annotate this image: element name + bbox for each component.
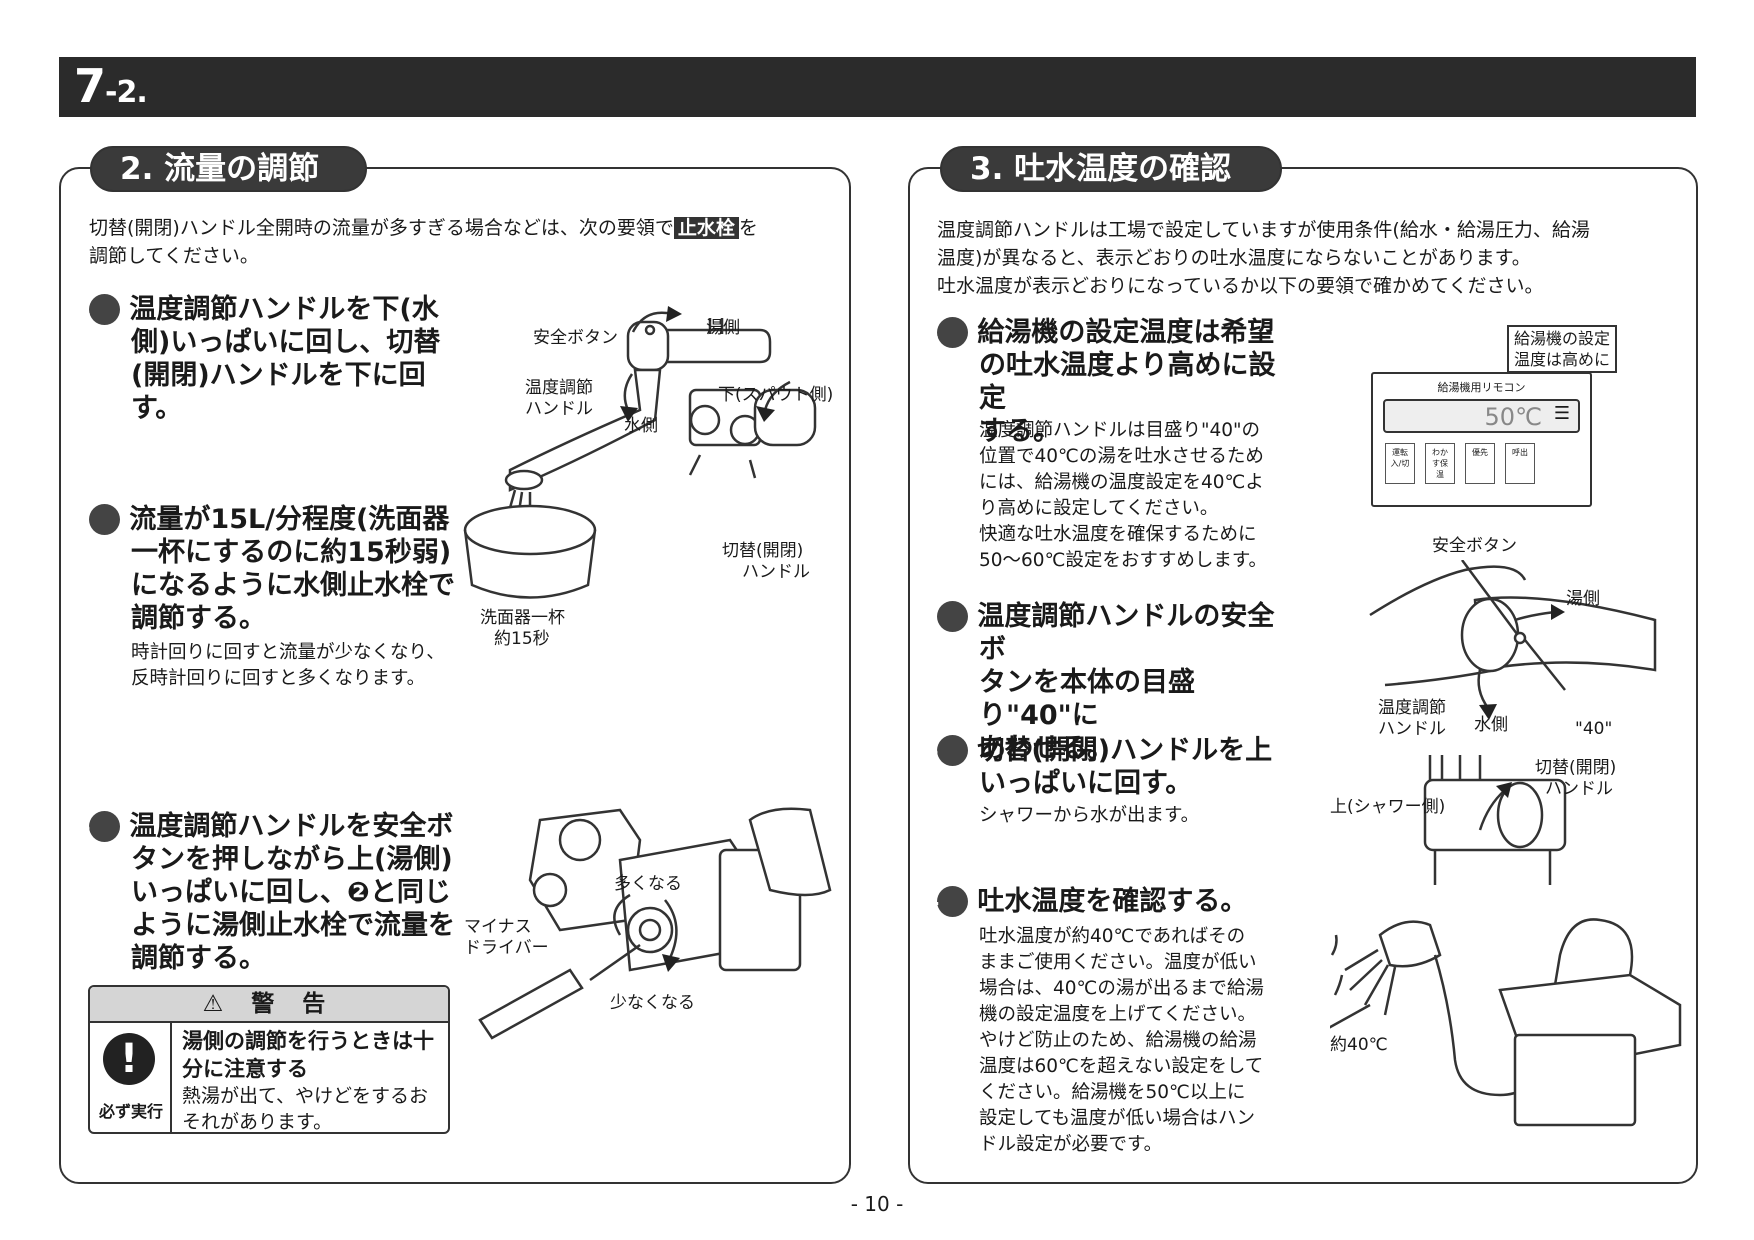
remote-temperature: 50℃ — [1484, 403, 1543, 431]
flow-step-2: 2 流量が15L/分程度(洗面器 一杯にするのに約15秒弱) になるように水側止… — [75, 504, 455, 634]
remote-heat-button: わかす保温 — [1425, 443, 1455, 484]
must-do-label: 必ず実行 — [98, 1102, 163, 1121]
temp-step-1-note: 温度調節ハンドルは目盛り"40"の位置で40℃の湯を吐水させるためには、給湯機の… — [979, 420, 1268, 571]
faucet-basin-illustration — [463, 306, 817, 599]
remote-control: 給湯機用リモコン 50℃ ☰ 運転入/切 わかす保温 優先 呼出 — [1371, 372, 1592, 507]
label-less: 少なくなる — [610, 993, 695, 1013]
label-hot-side-right: 湯側 — [1566, 589, 1600, 609]
remote-display: 50℃ ☰ — [1383, 399, 1580, 433]
step-number: 3 — [924, 735, 968, 766]
step-number: 4 — [924, 886, 968, 917]
step-number: 2 — [924, 601, 968, 632]
step-number: 2 — [76, 504, 120, 535]
remote-priority-button: 優先 — [1465, 443, 1495, 484]
temp-step-4: 4 吐水温度を確認する。 — [923, 886, 1248, 917]
warning-title: ⚠ 警 告 — [90, 987, 448, 1023]
flow-intro: 切替(開閉)ハンドル全開時の流量が多すぎる場合などは、次の要領で止水栓を 調節し… — [89, 217, 758, 267]
highlight-stop-valve: 止水栓 — [673, 217, 739, 239]
temp-step-2: 2 温度調節ハンドルの安全ボ タンを本体の目盛り"40"に あわせる。 — [923, 601, 1275, 764]
page-number: - 10 - — [850, 1192, 904, 1216]
temp-step-3: 3 切替(開閉)ハンドルを上 いっぱいに回す。 — [923, 735, 1273, 799]
flow-adjust-heading: 2. 流量の調節 — [90, 146, 367, 192]
label-safety-button-right: 安全ボタン — [1432, 536, 1517, 556]
temp-step-3-note: シャワーから水が出ます。 — [979, 805, 1200, 826]
temp-handle-illustration — [1369, 560, 1657, 720]
switch-handle-illustration — [1423, 755, 1567, 885]
exclamation-icon: ! — [103, 1033, 155, 1085]
shower-illustration — [1330, 918, 1682, 1127]
label-up-shower: 上(シャワー側) — [1330, 797, 1446, 817]
temperature-check-heading: 3. 吐水温度の確認 — [940, 146, 1282, 192]
warning-text: 湯側の調節を行うときは十分に注意する — [182, 1029, 434, 1081]
label-safety-button: 安全ボタン — [533, 328, 618, 348]
label-more: 多くなる — [614, 874, 682, 894]
label-screwdriver: マイナスドライバー — [464, 917, 549, 958]
valve-screwdriver-illustration — [478, 807, 832, 1040]
step-number: 1 — [924, 317, 968, 348]
label-hot-side: 湯側 — [706, 318, 740, 338]
temp-step-4-note: 吐水温度が約40℃であればそのままご使用ください。温度が低い場合は、40℃の湯が… — [979, 926, 1264, 1155]
label-temp-handle-right: 温度調節ハンドル — [1378, 698, 1446, 739]
menu-icon: ☰ — [1553, 403, 1570, 424]
step-number: 1 — [76, 294, 120, 325]
label-switch-handle-right: 切替(開閉)ハンドル — [1535, 758, 1617, 799]
label-temp-handle: 温度調節ハンドル — [525, 378, 593, 419]
flow-step-1: 1 温度調節ハンドルを下(水 側)いっぱいに回し、切替 (開閉)ハンドルを下に回… — [75, 294, 441, 424]
remote-callout: 給湯機の設定温度は高めに — [1507, 325, 1618, 373]
label-down-spout: 下(スパウト側) — [718, 385, 834, 405]
section-number: 7-2. — [74, 59, 148, 113]
label-switch-handle: 切替(開閉)ハンドル — [722, 541, 810, 582]
flow-step-2-note: 時計回りに回すと流量が少なくなり、反時計回りに回すと多くなります。 — [131, 642, 445, 689]
temp-step-1: 1 給湯機の設定温度は希望 の吐水温度より高めに設定 する。 — [923, 317, 1276, 447]
label-water-side: 水側 — [624, 416, 658, 436]
step-number: 3 — [76, 811, 120, 842]
label-water-side-right: 水側 — [1474, 715, 1508, 735]
remote-title: 給湯機用リモコン — [1437, 381, 1526, 394]
remote-power-button: 運転入/切 — [1385, 443, 1415, 484]
label-basin: 洗面器一杯約15秒 — [480, 608, 565, 649]
warning-box: ⚠ 警 告 ! 必ず実行 湯側の調節を行うときは十分に注意する 熱湯が出て、やけ… — [88, 985, 450, 1134]
flow-step-3: 3 温度調節ハンドルを安全ボ タンを押しながら上(湯側) いっぱいに回し、❷と同… — [75, 811, 455, 974]
warning-subtext: 熱湯が出て、やけどをするおそれがあります。 — [182, 1085, 429, 1133]
temp-intro: 温度調節ハンドルは工場で設定していますが使用条件(給水・給湯圧力、給湯温度)が異… — [937, 219, 1590, 297]
label-approx-40: 約40℃ — [1330, 1035, 1388, 1055]
section-header-bar: 7-2. — [59, 57, 1696, 117]
remote-call-button: 呼出 — [1505, 443, 1535, 484]
label-mark-40: "40" — [1575, 719, 1613, 739]
